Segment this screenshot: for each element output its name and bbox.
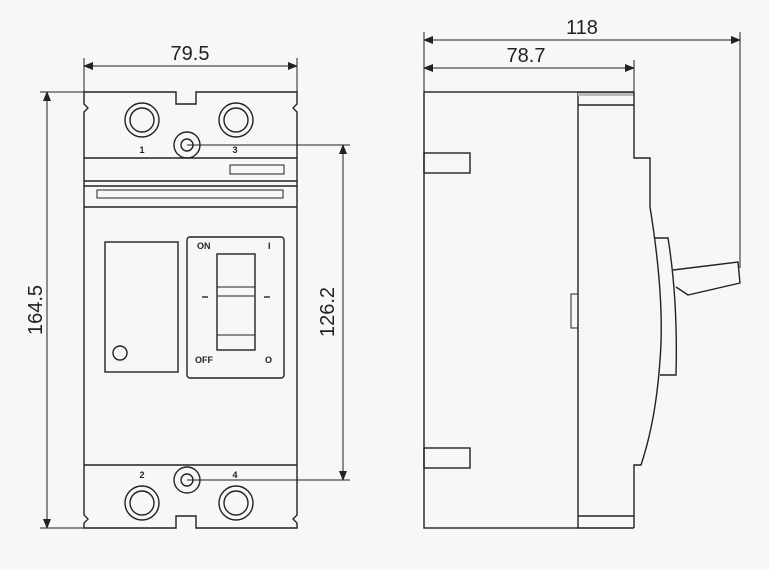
side-lever [672, 261, 741, 296]
dimension-total-depth: 118 [423, 17, 741, 268]
side-base [423, 91, 579, 529]
terminal-label-3: 3 [232, 145, 237, 155]
terminal-screw-icon [124, 102, 254, 521]
svg-text:126.2: 126.2 [317, 287, 339, 337]
terminal-label-1: 1 [139, 145, 144, 155]
switch-off-label: OFF [195, 355, 213, 365]
svg-text:78.7: 78.7 [507, 45, 546, 67]
terminal-label-4: 4 [232, 470, 237, 480]
front-view: 1 3 2 4 ON I OFF O 79.5 164.5 [25, 43, 350, 529]
side-view: 118 78.7 [423, 17, 741, 529]
svg-text:164.5: 164.5 [25, 285, 47, 335]
nameplate-window [104, 241, 179, 373]
dimension-terminal-spacing: 126.2 [187, 144, 350, 481]
switch-panel [186, 236, 285, 379]
side-front-profile [633, 92, 662, 528]
mounting-clip [423, 152, 471, 174]
side-handle [655, 237, 678, 376]
front-body-outline [83, 91, 298, 529]
switch-on-label: ON [197, 241, 211, 251]
dimension-height: 164.5 [25, 91, 84, 529]
mounting-clip [423, 447, 471, 469]
switch-on-symbol: I [268, 241, 271, 251]
switch-off-symbol: O [265, 355, 272, 365]
svg-text:118: 118 [566, 17, 598, 39]
test-button [112, 345, 128, 361]
switch-handle [216, 253, 256, 351]
dimension-width: 79.5 [83, 43, 298, 92]
terminal-label-2: 2 [139, 470, 144, 480]
svg-text:79.5: 79.5 [171, 43, 210, 65]
dimension-body-depth: 78.7 [423, 45, 635, 92]
